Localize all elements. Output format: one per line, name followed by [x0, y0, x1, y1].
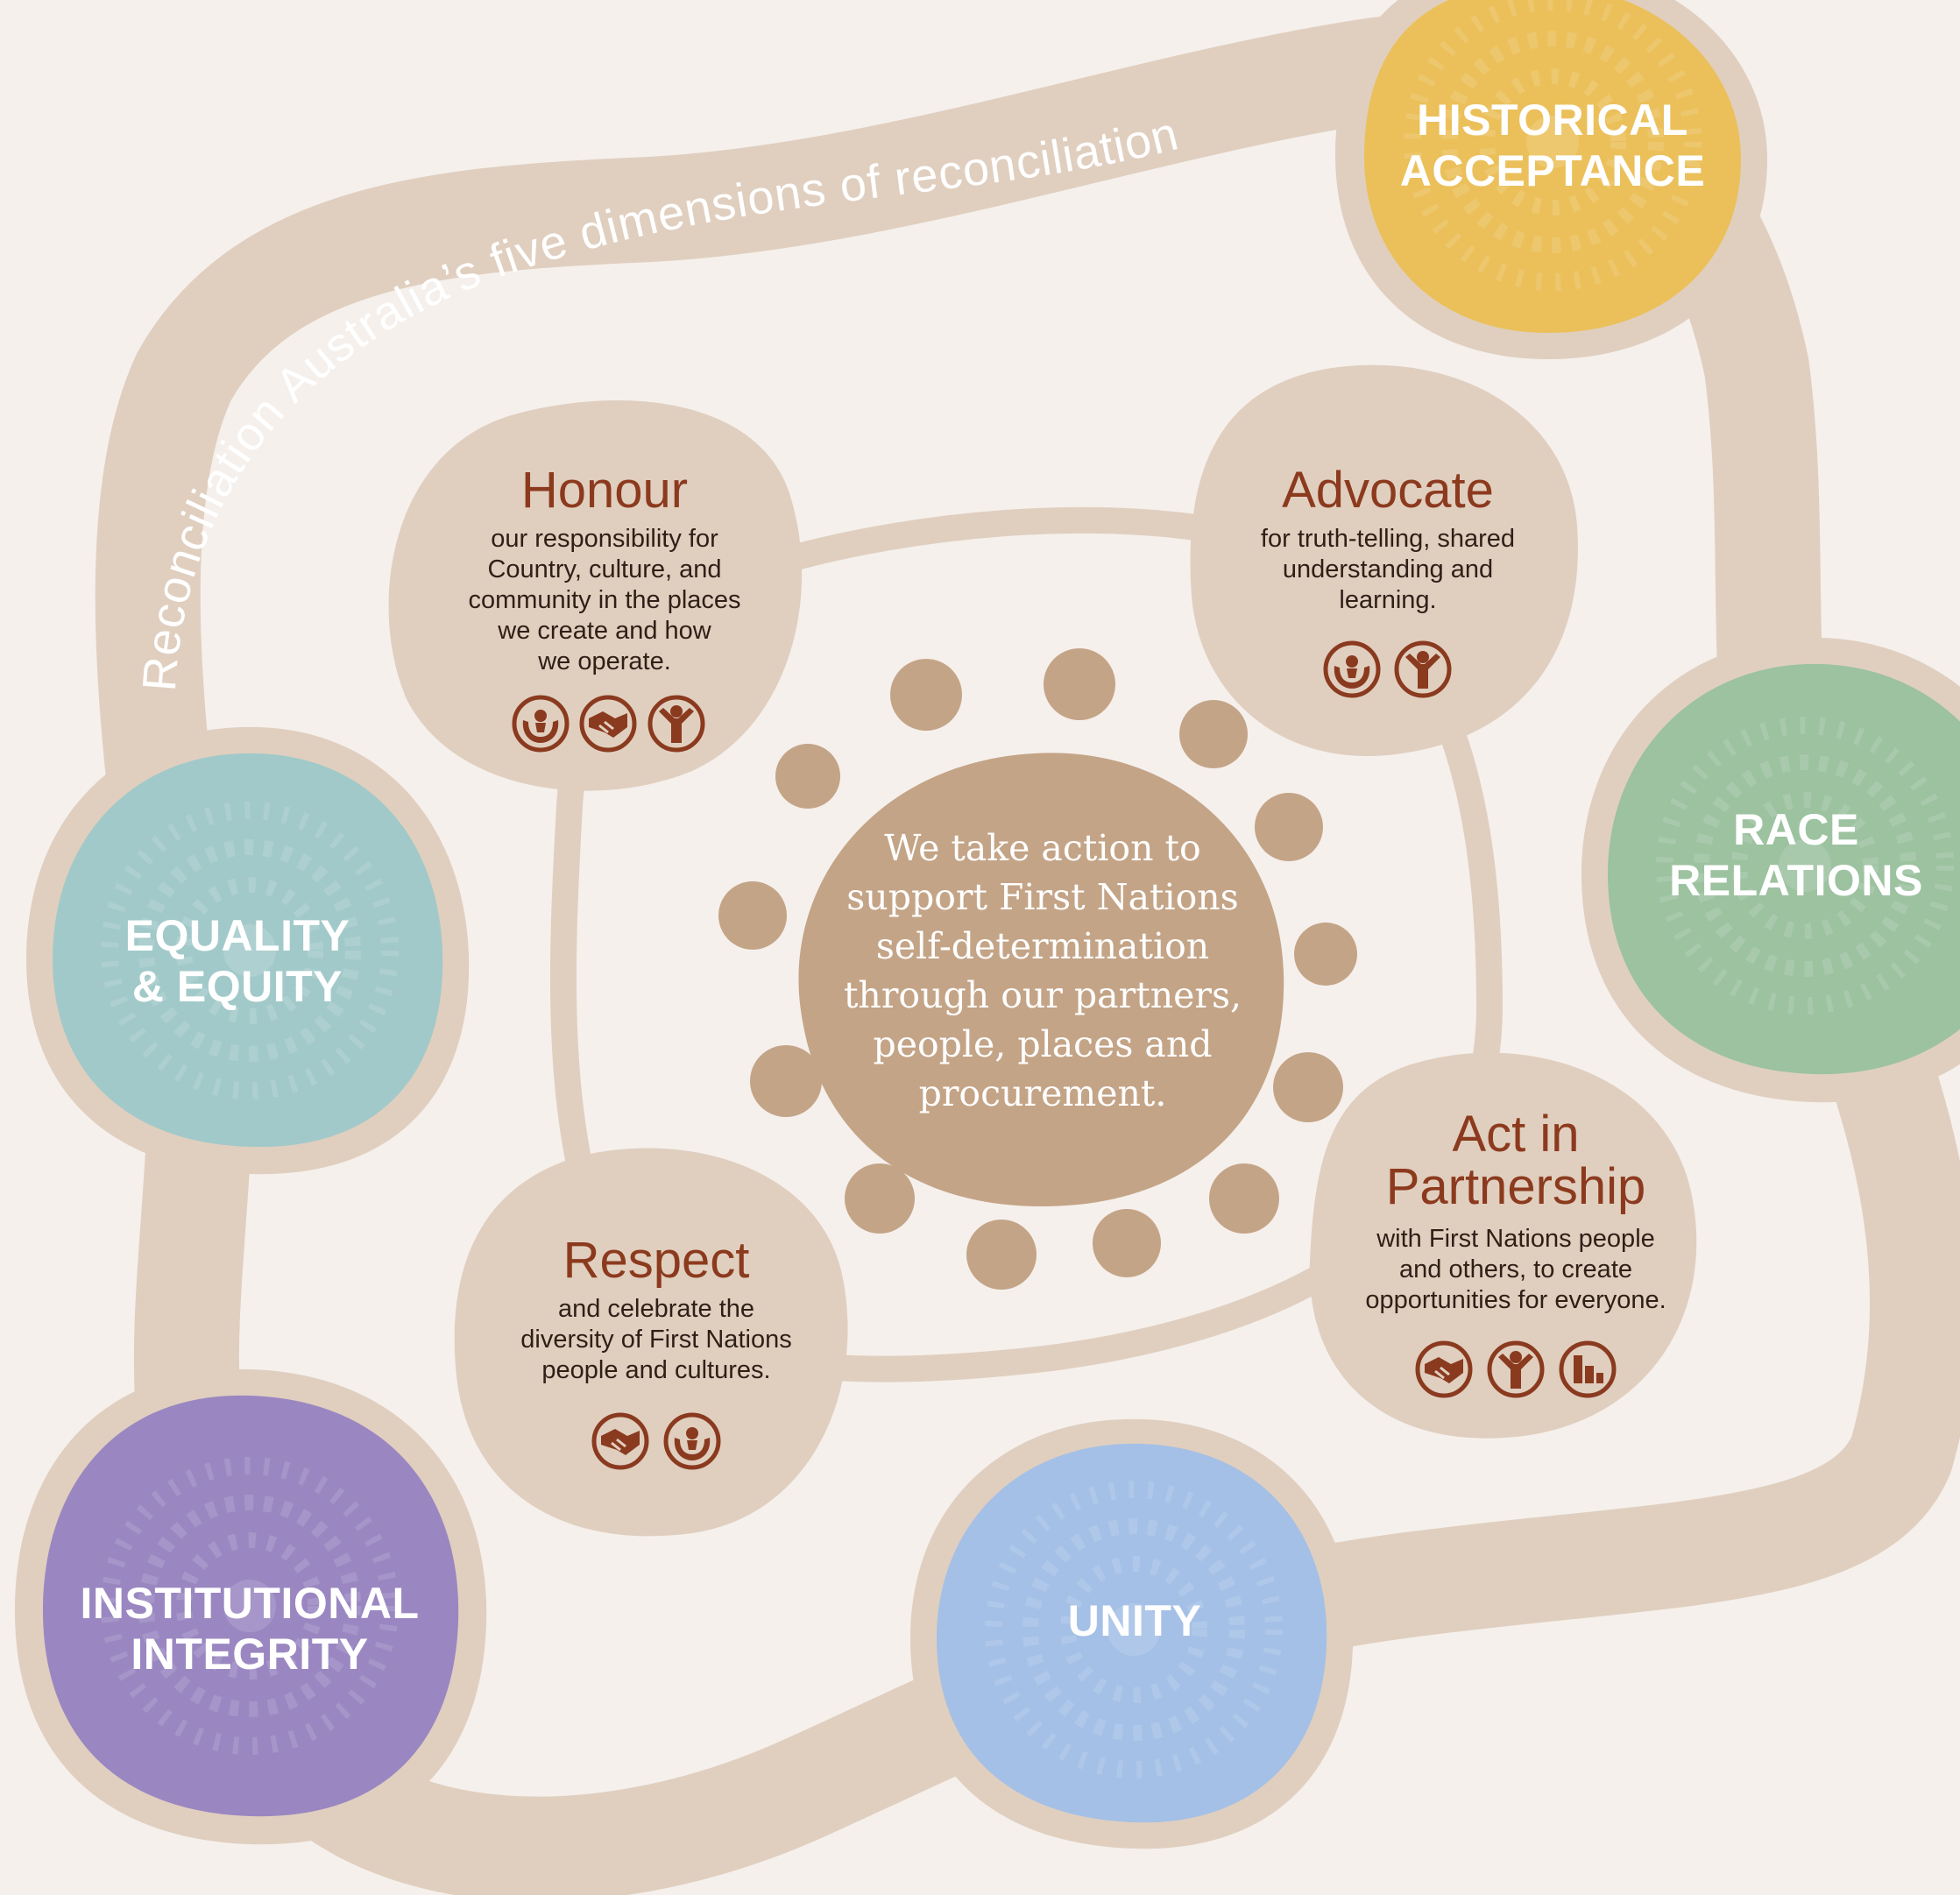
raised-arms-person-icon: [1487, 1340, 1545, 1398]
value-advocate-title: Advocate: [1282, 462, 1494, 519]
dimension-unity-blob: [910, 1418, 1354, 1849]
value-respect-desc: and celebrate the diversity of First Nat…: [520, 1295, 792, 1384]
dimension-institutional-label: INSTITUTIONAL INTEGRITY: [80, 1579, 420, 1679]
hands-holding-person-icon: [512, 695, 570, 753]
raised-arms-person-icon: [647, 695, 705, 753]
value-respect-title: Respect: [563, 1232, 750, 1289]
dimension-equality-blob: [26, 726, 470, 1175]
center-statement: We take action to support First Nations …: [843, 827, 1242, 1114]
dimension-equality-label: EQUALITY & EQUITY: [124, 911, 350, 1011]
partnership-bubble: [1309, 1052, 1697, 1439]
honour-bubble: [388, 400, 803, 791]
dimension-unity-label: UNITY: [1067, 1596, 1202, 1645]
handshake-icon: [1415, 1340, 1473, 1398]
value-honour-desc: our responsibility for Country, culture,…: [468, 525, 741, 675]
bar-chart-icon: [1559, 1340, 1617, 1398]
value-advocate-desc: for truth-telling, shared understanding …: [1260, 525, 1516, 614]
centre-blob: [798, 753, 1284, 1206]
value-partnership-title: Act in Partnership: [1385, 1106, 1646, 1215]
dimension-institutional-blob: [14, 1368, 487, 1845]
raised-arms-person-icon: [1394, 640, 1452, 698]
respect-bubble: [454, 1148, 848, 1537]
dimension-historical-label: HISTORICAL ACCEPTANCE: [1399, 95, 1706, 195]
dimension-race-label: RACE RELATIONS: [1669, 805, 1923, 905]
hands-holding-person-icon: [663, 1412, 721, 1470]
handshake-icon: [579, 695, 637, 753]
hands-holding-person-icon: [1323, 640, 1381, 698]
dimension-race-blob: [1581, 637, 1960, 1103]
dimension-historical-blob: [1334, 0, 1767, 360]
centre-dots: [718, 648, 1357, 1290]
handshake-icon: [591, 1412, 649, 1470]
value-partnership-desc: with First Nations people and others, to…: [1365, 1225, 1666, 1314]
value-honour-title: Honour: [520, 462, 689, 519]
advocate-bubble: [1190, 364, 1578, 757]
